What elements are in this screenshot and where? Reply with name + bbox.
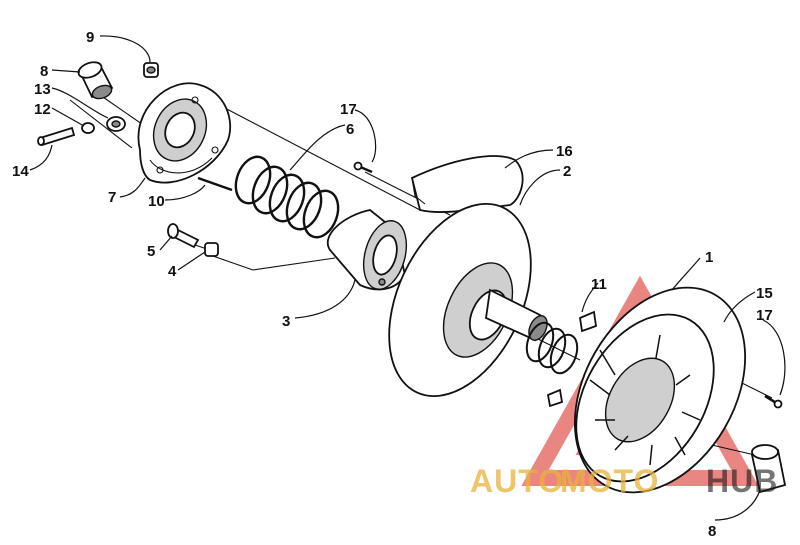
callout-4: 4 xyxy=(168,263,177,280)
part-7-cover-plate xyxy=(137,82,232,184)
callout-14: 14 xyxy=(12,163,29,180)
callout-11: 11 xyxy=(591,276,607,293)
callout-labels: 9 8 13 12 14 7 10 5 4 17 6 3 16 2 11 1 1… xyxy=(12,29,773,540)
part-8-bushing-top xyxy=(77,61,114,100)
callout-7: 7 xyxy=(108,189,116,206)
callout-17: 17 xyxy=(756,307,773,324)
part-3-spring-cup xyxy=(327,209,408,291)
callout-2: 2 xyxy=(563,163,571,180)
part-2-sheave xyxy=(388,203,548,397)
callout-12: 12 xyxy=(34,101,51,118)
callout-9: 9 xyxy=(86,29,94,46)
part-10-pin xyxy=(197,176,233,192)
part-11-rings xyxy=(525,321,579,375)
callout-leaders xyxy=(29,35,786,521)
callout-8: 8 xyxy=(40,63,48,80)
part-17-screw-right xyxy=(764,394,783,409)
watermark-moto: MOTO xyxy=(560,463,659,499)
callout-13: 13 xyxy=(34,81,51,98)
part-14-pin xyxy=(37,126,76,147)
callout-16: 16 xyxy=(556,143,573,160)
part-16-shield xyxy=(410,155,524,213)
part-12-washer xyxy=(81,122,95,134)
part-17-screw-top xyxy=(353,161,373,174)
callout-1: 1 xyxy=(705,249,713,266)
callout-8: 8 xyxy=(708,523,716,540)
callout-5: 5 xyxy=(147,243,155,260)
watermark-text: AUTO MOTO HUB xyxy=(470,463,778,499)
part-4-nut xyxy=(204,242,219,257)
part-13-spacer xyxy=(106,116,126,132)
callout-6: 6 xyxy=(346,121,354,138)
watermark-hub: HUB xyxy=(706,463,778,499)
part-8-bushing-bottom xyxy=(750,444,787,494)
part-9-nut xyxy=(143,62,159,78)
callout-15: 15 xyxy=(756,285,773,302)
part-5-bolt xyxy=(167,223,200,249)
callout-10: 10 xyxy=(148,193,165,210)
part-15-fixed-sheave xyxy=(546,286,747,494)
callout-17: 17 xyxy=(340,101,357,118)
part-6-spring xyxy=(234,155,340,239)
callout-3: 3 xyxy=(282,313,290,330)
watermark-auto: AUTO xyxy=(470,463,564,499)
